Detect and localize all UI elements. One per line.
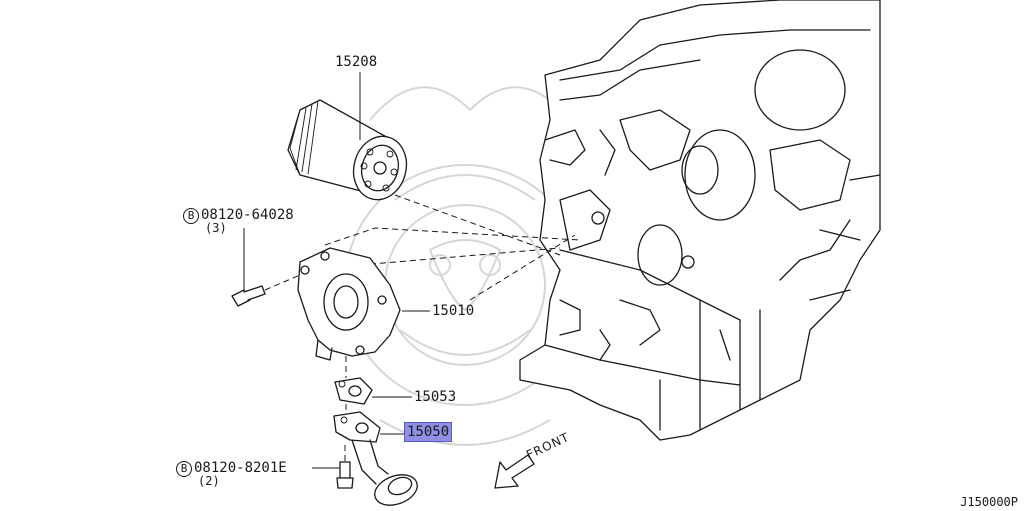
label-oil-filter[interactable]: 15208 bbox=[335, 55, 377, 69]
quantity: (2) bbox=[198, 474, 220, 488]
part-number: 15010 bbox=[432, 303, 475, 319]
assembly-lines bbox=[324, 194, 581, 301]
strainer-drawing bbox=[333, 411, 418, 506]
label-oil-pump[interactable]: 15010 bbox=[432, 304, 474, 318]
diagram-reference-code: J150000P bbox=[960, 495, 1018, 509]
part-number: 08120-8201E bbox=[194, 460, 287, 476]
part-number: 08120-64028 bbox=[201, 207, 294, 223]
front-arrow-icon bbox=[494, 454, 535, 489]
bolt-type-icon: B bbox=[183, 208, 199, 224]
oil-pump-drawing bbox=[297, 247, 430, 361]
part-number: 15208 bbox=[335, 54, 378, 70]
label-strainer[interactable]: 15050 bbox=[404, 422, 453, 442]
upper-bolt-drawing bbox=[231, 228, 301, 307]
label-gasket[interactable]: 15053 bbox=[414, 390, 456, 404]
watermark-emblem bbox=[344, 86, 586, 446]
lower-bolt-drawing bbox=[312, 445, 354, 489]
oil-filter-drawing bbox=[287, 72, 408, 201]
bolt-type-icon: B bbox=[176, 461, 192, 477]
part-number: 15053 bbox=[414, 389, 457, 405]
part-number-highlighted: 15050 bbox=[404, 422, 453, 442]
gasket-drawing bbox=[334, 356, 412, 412]
engine-block bbox=[519, 0, 881, 441]
quantity: (3) bbox=[205, 221, 227, 235]
label-bolt-lower-qty: (2) bbox=[198, 475, 220, 487]
label-bolt-upper-qty: (3) bbox=[205, 222, 227, 234]
